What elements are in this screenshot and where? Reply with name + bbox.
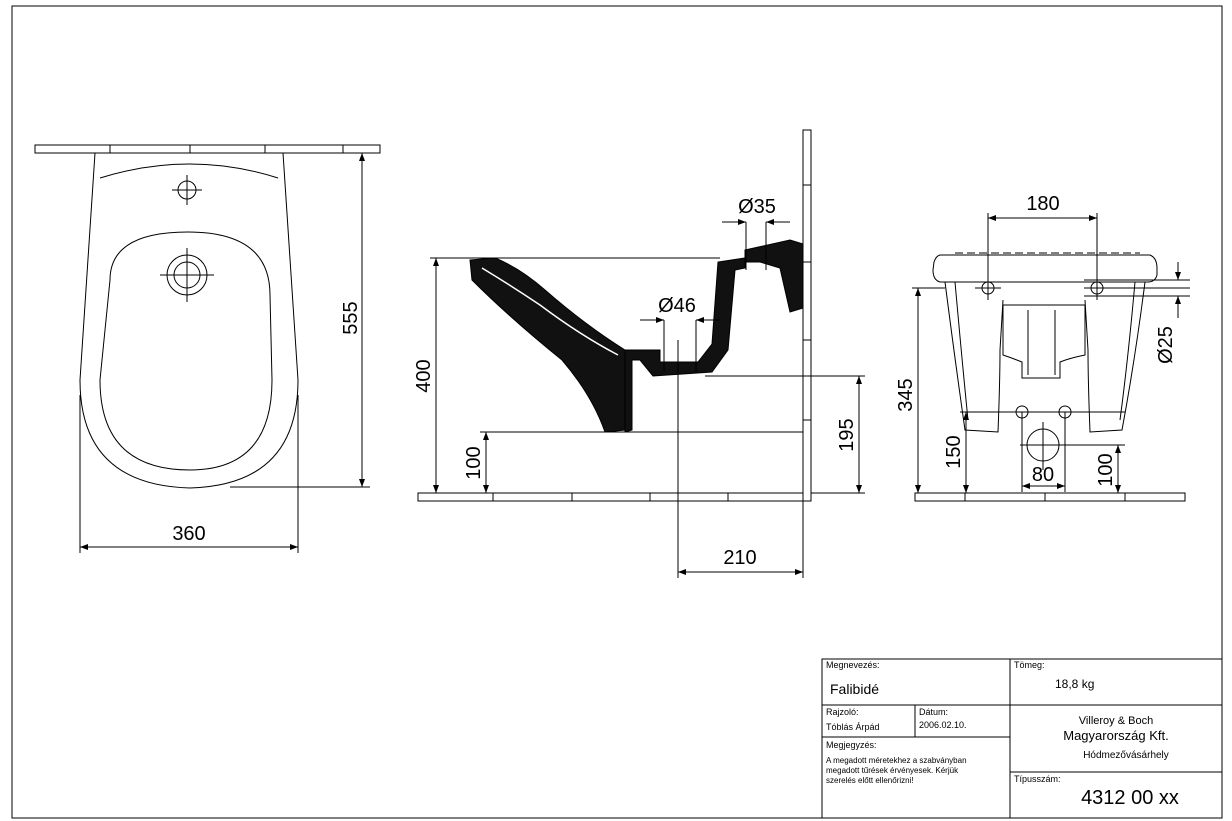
bolt-spacing-dimension: 180	[1026, 193, 1059, 215]
note-line-3: szerelés előtt ellenőrizni!	[826, 776, 914, 785]
outlet-center-dimension: 100	[1095, 453, 1117, 486]
type-label: Típusszám:	[1014, 774, 1061, 784]
tap-hole-diameter: Ø35	[738, 196, 776, 218]
height-dimension: 400	[413, 359, 435, 392]
note-label: Megjegyzés:	[826, 740, 877, 750]
date-value: 2006.02.10.	[919, 720, 967, 730]
width-dimension: 360	[172, 523, 205, 545]
company-line-2: Magyarország Kft.	[1063, 728, 1169, 743]
inlet-width-dimension: 80	[1032, 464, 1054, 486]
bolt-hole-diameter: Ø25	[1155, 326, 1177, 364]
weight-value: 18,8 kg	[1055, 677, 1094, 691]
weight-label: Tömeg:	[1014, 660, 1045, 670]
name-label: Megnevezés:	[826, 660, 880, 670]
back-view	[912, 213, 1190, 502]
outlet-distance-dimension: 210	[723, 547, 756, 569]
drawer-label: Rajzoló:	[826, 707, 859, 717]
side-view	[417, 129, 865, 578]
company-line-3: Hódmezővásárhely	[1083, 750, 1169, 761]
floor-gap-dimension: 100	[463, 446, 485, 479]
rim-height-dimension: 345	[895, 378, 917, 411]
outlet-height-dimension: 195	[836, 418, 858, 451]
name-value: Falibidé	[830, 681, 879, 697]
title-block	[380, 658, 1223, 819]
date-label: Dátum:	[919, 707, 948, 717]
drawer-value: Tóblás Árpád	[826, 722, 880, 732]
outlet-diameter: Ø46	[658, 295, 696, 317]
inlet-height-dimension: 150	[943, 435, 965, 468]
depth-dimension: 555	[340, 301, 362, 334]
note-line-2: megadott tűrések érvényesek. Kérjük	[826, 766, 959, 775]
note-line-1: A megadott méretekhez a szabványban	[826, 756, 967, 765]
company-line-1: Villeroy & Boch	[1079, 715, 1153, 727]
front-view	[34, 144, 381, 553]
type-value: 4312 00 xx	[1081, 787, 1179, 809]
